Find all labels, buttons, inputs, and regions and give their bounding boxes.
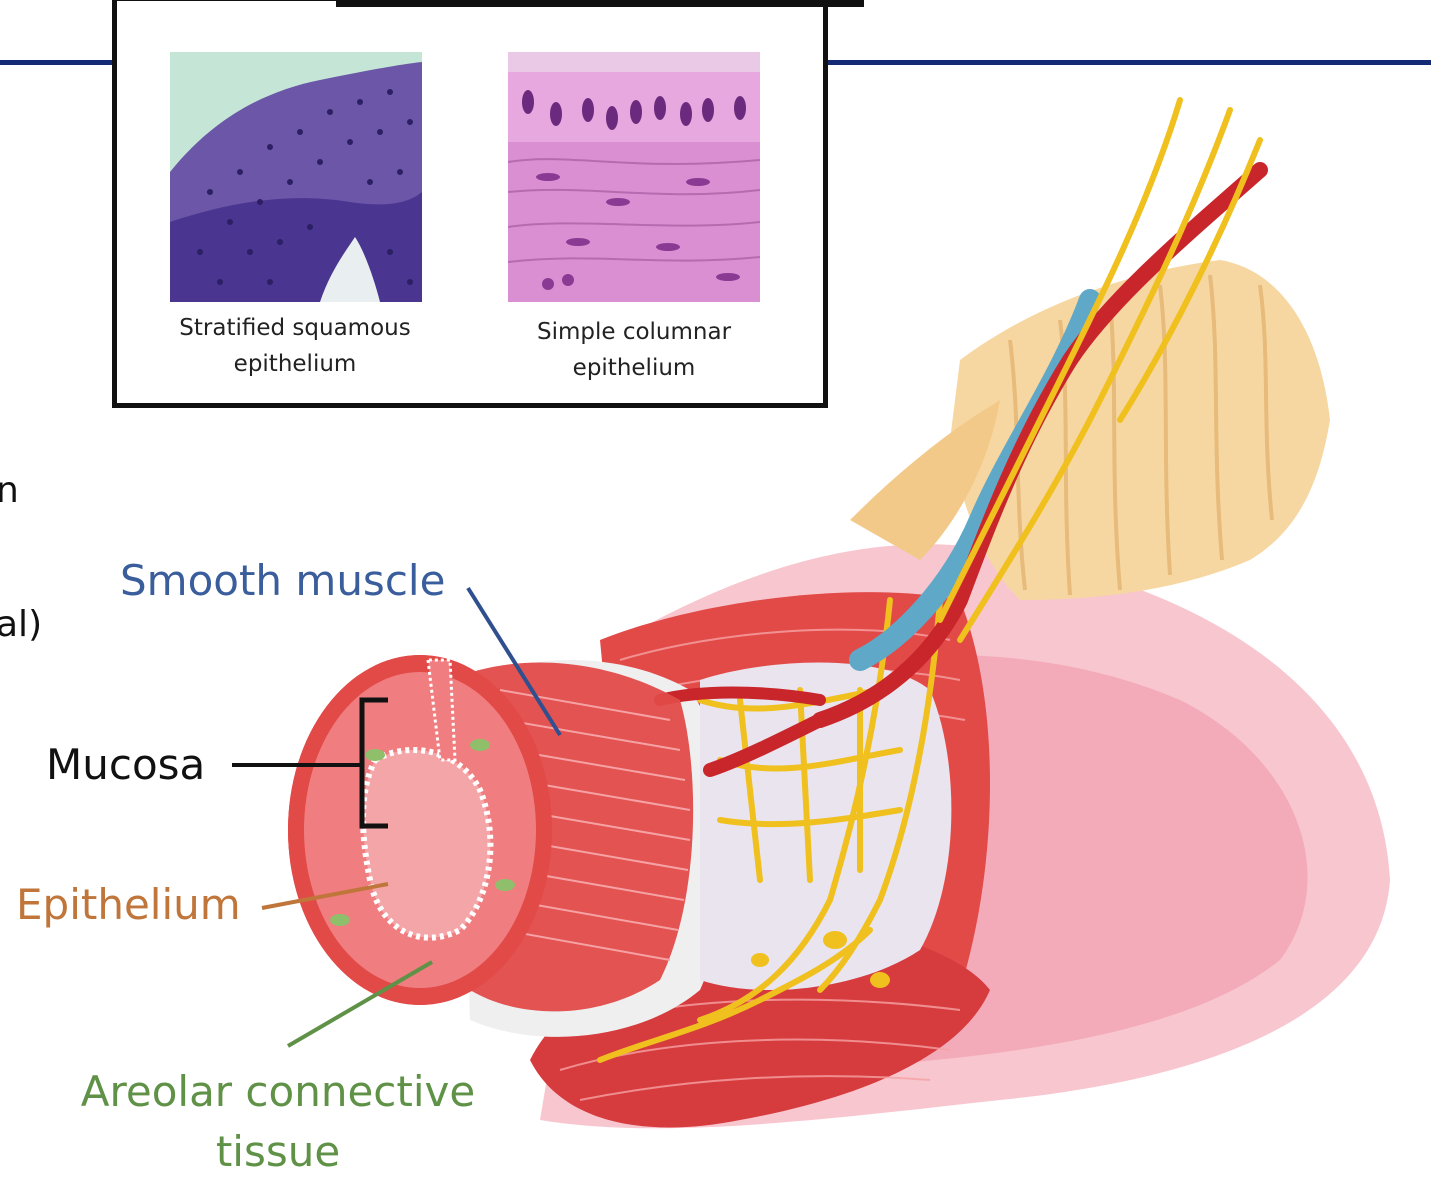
mucosa-label: Mucosa bbox=[46, 740, 206, 789]
simple-columnar-caption: Simple columnar epithelium bbox=[536, 319, 732, 381]
simple-columnar-micrograph bbox=[508, 52, 760, 302]
header-rule-right bbox=[822, 60, 1431, 65]
areolar-pointer bbox=[286, 960, 434, 1048]
truncated-slide-text-2: al) bbox=[0, 604, 43, 645]
epithelium-label: Epithelium bbox=[16, 880, 241, 929]
header-rule-left bbox=[0, 60, 118, 65]
stratified-squamous-micrograph bbox=[170, 52, 422, 302]
stratified-squamous-caption: Stratified squamous epithelium bbox=[179, 315, 411, 377]
inset-top-bar bbox=[336, 0, 864, 7]
smooth-muscle-pointer bbox=[466, 586, 562, 737]
mucosa-bracket bbox=[359, 697, 388, 829]
smooth-muscle-label: Smooth muscle bbox=[120, 556, 446, 605]
epithelium-pointer bbox=[261, 882, 389, 910]
areolar-connective-tissue-label: Areolar connective tissue bbox=[80, 1067, 476, 1176]
truncated-slide-text-1: n bbox=[0, 470, 19, 511]
